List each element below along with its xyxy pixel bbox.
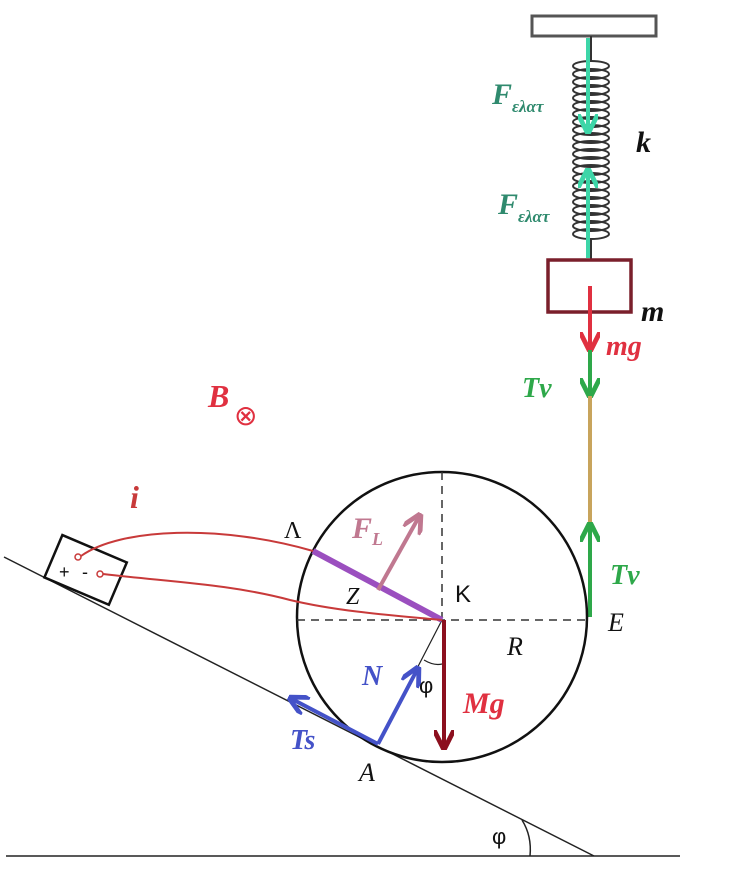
label-F-L: FL xyxy=(351,512,383,549)
label-F-spring-top: Fελατ xyxy=(491,78,544,116)
label-phi-inner: φ xyxy=(419,673,433,698)
wire-to-rod-top xyxy=(80,531,314,557)
label-R: R xyxy=(506,632,523,661)
label-Z: Z xyxy=(346,584,360,610)
incline-angle-arc xyxy=(521,819,532,857)
battery-minus-sign: - xyxy=(82,562,88,582)
label-Mg: Mg xyxy=(462,687,505,720)
inner-angle-arc xyxy=(423,659,443,666)
label-E: E xyxy=(607,608,624,637)
label-B-into-page: ⊗ xyxy=(234,400,257,431)
label-T-nu-right: Tν xyxy=(610,560,640,591)
label-K: K xyxy=(455,581,471,608)
label-N: N xyxy=(361,661,384,692)
label-mg: mg xyxy=(606,331,642,362)
battery-plus-sign: + xyxy=(59,562,70,582)
label-k: k xyxy=(636,126,651,159)
label-T-s: Ts xyxy=(290,725,316,756)
label-B: B xyxy=(207,378,229,414)
spring xyxy=(572,36,610,259)
normal-force-arrow xyxy=(376,668,418,745)
label-m: m xyxy=(641,295,664,328)
label-T-nu-top: Tν xyxy=(522,373,552,404)
label-A: A xyxy=(357,758,375,787)
label-phi-incline: φ xyxy=(492,824,506,849)
battery-terminal-minus xyxy=(96,570,104,578)
wire-to-center xyxy=(102,573,443,621)
label-i: i xyxy=(130,479,139,515)
static-friction-arrow xyxy=(290,698,379,746)
ceiling-support xyxy=(530,14,658,38)
label-Lambda: Λ xyxy=(284,518,302,544)
lorentz-force-arrow xyxy=(376,515,420,591)
battery-terminal-plus xyxy=(74,553,82,561)
label-F-spring-bottom: Fελατ xyxy=(497,188,550,226)
conducting-rod xyxy=(311,548,444,623)
